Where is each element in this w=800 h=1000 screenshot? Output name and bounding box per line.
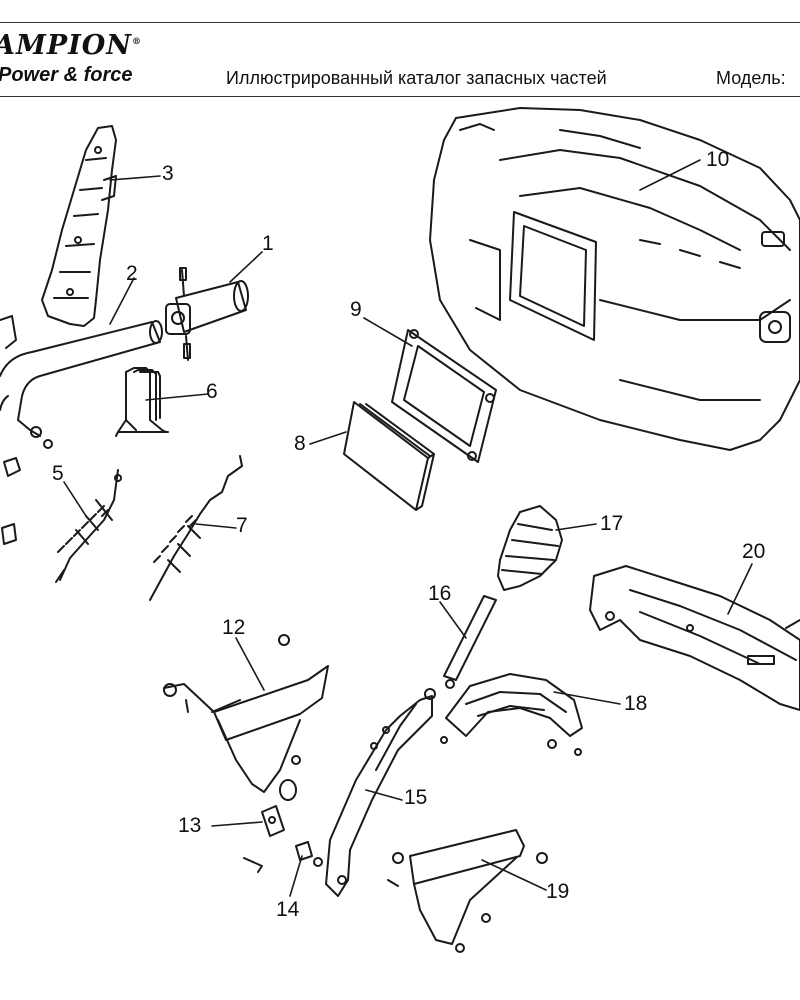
part-12-bracket — [163, 634, 329, 793]
part-14-fasteners — [243, 841, 323, 873]
part-3-handle-bracket — [41, 125, 117, 327]
catalog-title: Иллюстрированный каталог запасных частей — [226, 68, 607, 88]
part-1-tube-clamp — [165, 267, 249, 361]
callout-5: 5 — [52, 462, 64, 485]
callout-3: 3 — [162, 162, 174, 185]
part-7-cable — [149, 455, 243, 601]
part-6-spring-clip — [115, 367, 169, 437]
callout-17: 17 — [600, 512, 623, 535]
part-2-handle-tube — [0, 315, 163, 449]
part-15-lever-arm — [325, 688, 436, 897]
part-10-cover — [429, 107, 800, 451]
callout-15: 15 — [404, 786, 427, 809]
part-17-bellows — [497, 505, 563, 591]
model-label: Модель: — [716, 68, 786, 88]
callout-9: 9 — [350, 298, 362, 321]
callout-16: 16 — [428, 582, 451, 605]
part-9-frame-gasket — [391, 329, 497, 463]
brand-tagline: Power & force — [0, 64, 133, 86]
left-fasteners — [1, 457, 21, 545]
brand-logo: AMPION® — [0, 30, 142, 61]
callout-12: 12 — [222, 616, 245, 639]
callout-1: 1 — [262, 232, 274, 255]
part-16-rod — [443, 595, 497, 689]
part-18-deflector — [440, 673, 583, 756]
callout-19: 19 — [546, 880, 569, 903]
callout-7: 7 — [236, 514, 248, 537]
callout-20: 20 — [742, 540, 765, 563]
exploded-parts-diagram: 3 1 2 6 5 7 8 9 10 17 16 18 12 13 14 15 … — [0, 107, 800, 953]
callout-14: 14 — [276, 898, 300, 921]
part-19-lower-plate — [387, 829, 548, 953]
part-13-latch — [261, 779, 297, 837]
callout-18: 18 — [624, 692, 647, 715]
callout-labels: 3 1 2 6 5 7 8 9 10 17 16 18 12 13 14 15 … — [52, 148, 765, 921]
header-top-rule — [0, 22, 800, 23]
part-5-cable — [55, 469, 122, 583]
callout-6: 6 — [206, 380, 218, 403]
part-20-frame-rail — [589, 565, 800, 711]
callout-13: 13 — [178, 814, 201, 837]
brand-name: AMPION — [0, 30, 132, 61]
catalog-header: AMPION® Power & force Иллюстрированный к… — [0, 0, 800, 100]
callout-10: 10 — [706, 148, 729, 171]
header-bottom-rule — [0, 96, 800, 97]
leader-lines — [63, 159, 753, 897]
part-8-filter — [343, 401, 435, 511]
callout-2: 2 — [126, 262, 138, 285]
registered-mark: ® — [131, 37, 142, 47]
callout-8: 8 — [294, 432, 306, 455]
